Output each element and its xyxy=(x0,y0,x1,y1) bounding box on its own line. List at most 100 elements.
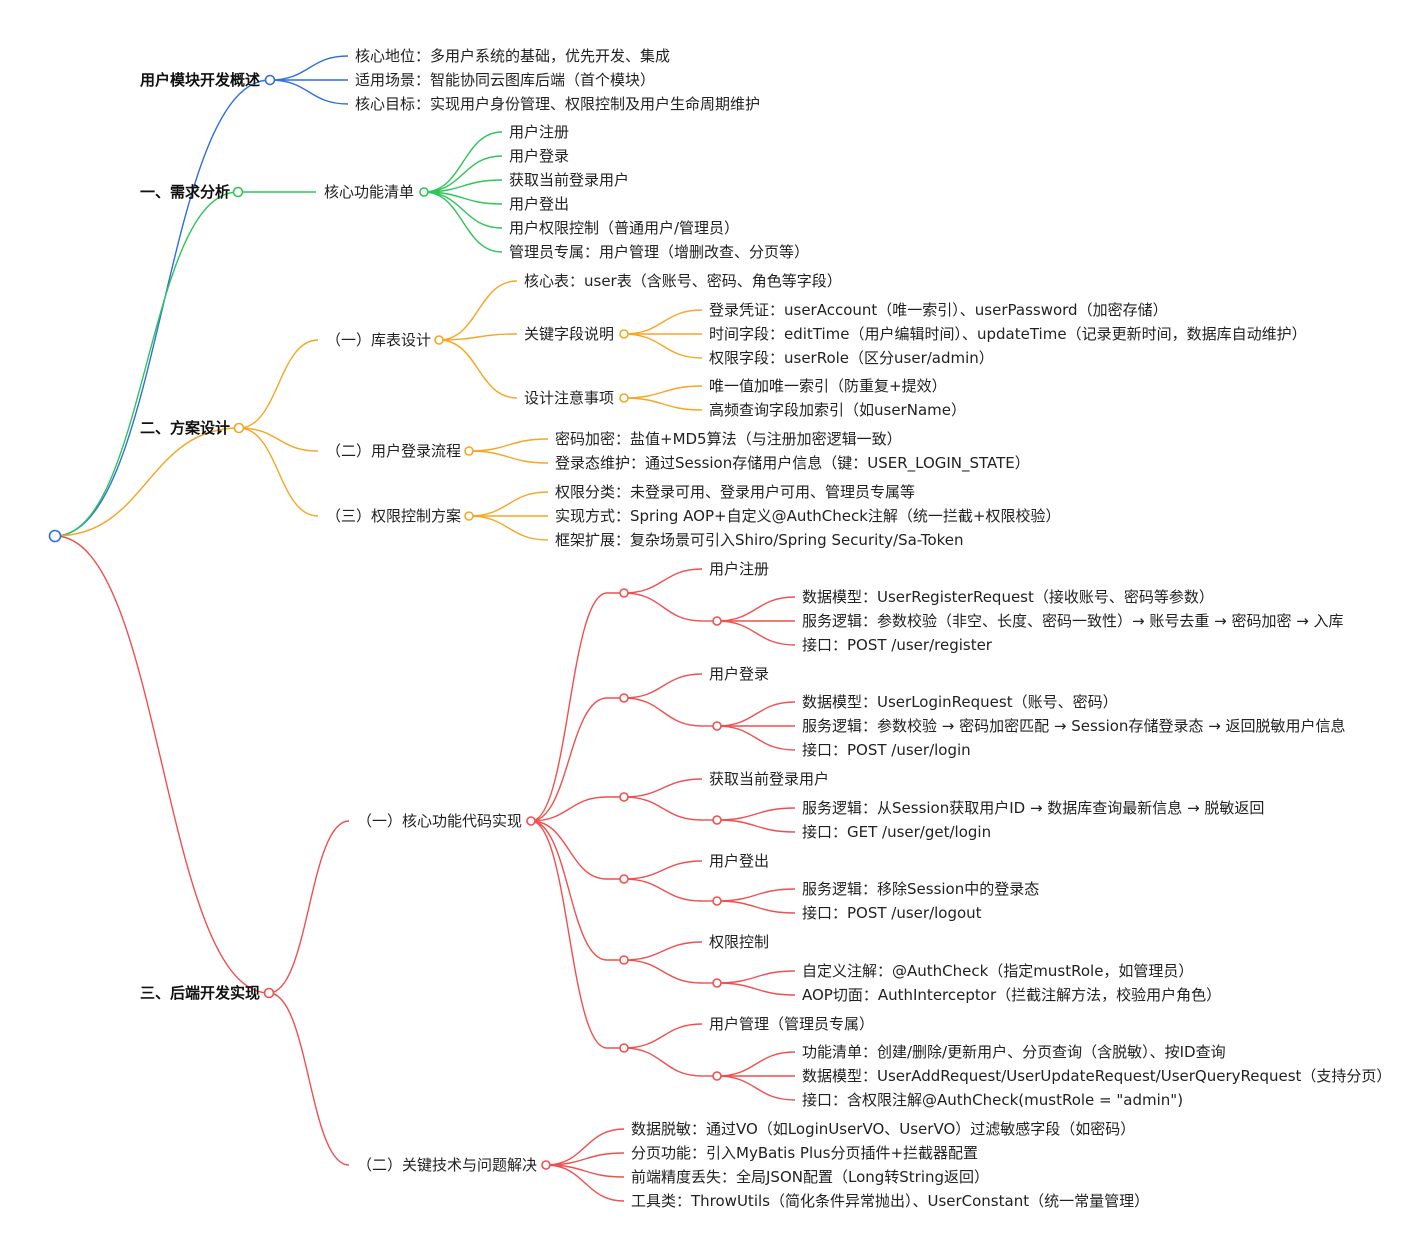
connector xyxy=(468,438,549,452)
permission-plan-item: 框架扩展：复杂场景可引入Shiro/Spring Security/Sa-Tok… xyxy=(555,531,964,549)
feature-detail: 数据模型：UserAddRequest/UserUpdateRequest/Us… xyxy=(802,1067,1392,1085)
overview-item: 核心地位：多用户系统的基础，优先开发、集成 xyxy=(355,47,671,65)
connector xyxy=(623,309,703,335)
collapse-node[interactable] xyxy=(464,446,474,456)
collapse-node[interactable] xyxy=(526,816,536,826)
key-tech-item: 数据脱敏：通过VO（如LoginUserVO、UserVO）过滤敏感字段（如密码… xyxy=(631,1120,1136,1138)
connector xyxy=(530,697,608,822)
collapse-node[interactable] xyxy=(619,329,629,339)
function-item: 用户注册 xyxy=(509,123,570,141)
feature-detail: 服务逻辑：参数校验 → 密码加密匹配 → Session存储登录态 → 返回脱敏… xyxy=(802,717,1346,735)
login-flow-item: 登录态维护：通过Session存储用户信息（键：USER_LOGIN_STATE… xyxy=(555,454,1030,472)
collapse-node[interactable] xyxy=(712,815,722,825)
connector xyxy=(623,778,703,798)
collapse-node[interactable] xyxy=(712,1071,722,1081)
permission-plan-label: （三）权限控制方案 xyxy=(326,507,462,525)
connector xyxy=(716,725,796,751)
connector xyxy=(545,1128,625,1166)
branch-analysis-label: 一、需求分析 xyxy=(140,183,231,201)
connector xyxy=(716,888,796,902)
feature-title: 用户登录 xyxy=(709,665,770,683)
collapse-node[interactable] xyxy=(619,588,629,598)
key-field-item: 时间字段：editTime（用户编辑时间）、updateTime（记录更新时间，… xyxy=(709,325,1307,343)
connector xyxy=(530,820,608,880)
feature-detail: 数据模型：UserRegisterRequest（接收账号、密码等参数） xyxy=(802,588,1214,606)
branch-overview-label: 用户模块开发概述 xyxy=(140,71,261,89)
collapse-node[interactable] xyxy=(232,186,244,198)
connector xyxy=(623,673,703,699)
collapse-node[interactable] xyxy=(419,187,429,197)
connector xyxy=(438,333,518,341)
collapse-node[interactable] xyxy=(263,987,275,999)
connector xyxy=(238,339,319,429)
connector xyxy=(238,427,319,517)
connector xyxy=(423,131,503,193)
connector xyxy=(716,807,796,821)
connector xyxy=(530,592,608,822)
connector xyxy=(716,701,796,727)
feature-detail: AOP切面：AuthInterceptor（拦截注解方法，校验用户角色） xyxy=(802,986,1222,1004)
feature-detail: 接口：POST /user/login xyxy=(802,741,971,759)
connector xyxy=(623,796,703,821)
key-field-item: 权限字段：userRole（区分user/admin） xyxy=(709,349,994,367)
function-item: 管理员专属：用户管理（增删改查、分页等） xyxy=(509,243,810,261)
key-field-item: 登录凭证：userAccount（唯一索引）、userPassword（加密存储… xyxy=(709,301,1168,319)
connector xyxy=(423,155,503,193)
collapse-node[interactable] xyxy=(434,335,444,345)
root-node[interactable] xyxy=(48,529,62,543)
branch-backend-label: 三、后端开发实现 xyxy=(140,984,261,1002)
collapse-node[interactable] xyxy=(619,1043,629,1053)
table-design-label: （一）库表设计 xyxy=(326,331,432,349)
collapse-node[interactable] xyxy=(619,792,629,802)
connector xyxy=(623,860,703,880)
collapse-node[interactable] xyxy=(264,74,276,86)
core-table-item: 核心表：user表（含账号、密码、角色等字段） xyxy=(524,272,842,290)
design-note-item: 高频查询字段加索引（如userName） xyxy=(709,401,966,419)
feature-title: 权限控制 xyxy=(709,933,770,951)
connector xyxy=(623,333,703,359)
connector xyxy=(530,796,608,822)
collapse-node[interactable] xyxy=(712,978,722,988)
feature-detail: 服务逻辑：移除Session中的登录态 xyxy=(802,880,1040,898)
connector xyxy=(716,1075,796,1101)
connector xyxy=(623,959,703,984)
collapse-node[interactable] xyxy=(712,896,722,906)
connector xyxy=(623,397,703,411)
connector xyxy=(716,900,796,914)
feature-detail: 接口：含权限注解@AuthCheck(mustRole = "admin") xyxy=(802,1091,1184,1109)
key-tech-item: 前端精度丢失：全局JSON配置（Long转String返回） xyxy=(631,1168,990,1186)
collapse-node[interactable] xyxy=(619,874,629,884)
collapse-node[interactable] xyxy=(233,422,245,434)
connector xyxy=(716,1051,796,1077)
feature-detail: 接口：POST /user/logout xyxy=(802,904,982,922)
connector xyxy=(269,55,349,81)
function-item: 获取当前登录用户 xyxy=(509,171,630,189)
function-item: 用户权限控制（普通用户/管理员） xyxy=(509,219,740,237)
core-function-list-label: 核心功能清单 xyxy=(324,183,415,201)
root-branch-connector xyxy=(54,535,270,994)
connector xyxy=(623,1047,703,1077)
connector xyxy=(468,491,549,517)
collapse-node[interactable] xyxy=(619,393,629,403)
feature-title: 用户管理（管理员专属） xyxy=(709,1015,875,1033)
connector xyxy=(623,385,703,399)
function-item: 用户登录 xyxy=(509,147,570,165)
permission-plan-item: 权限分类：未登录可用、登录用户可用、管理员专属等 xyxy=(555,483,916,501)
collapse-node[interactable] xyxy=(619,955,629,965)
root-branch-connector xyxy=(54,427,240,537)
feature-detail: 功能清单：创建/删除/更新用户、分页查询（含脱敏）、按ID查询 xyxy=(802,1043,1226,1061)
connector xyxy=(716,819,796,833)
key-tech-item: 工具类：ThrowUtils（简化条件异常抛出）、UserConstant（统一… xyxy=(631,1192,1150,1210)
connector xyxy=(438,339,518,399)
collapse-node[interactable] xyxy=(619,693,629,703)
collapse-node[interactable] xyxy=(712,616,722,626)
branch-design-label: 二、方案设计 xyxy=(140,419,231,437)
collapse-node[interactable] xyxy=(712,721,722,731)
collapse-node[interactable] xyxy=(464,511,474,521)
collapse-node[interactable] xyxy=(541,1160,551,1170)
feature-detail: 接口：POST /user/register xyxy=(802,636,992,654)
connector xyxy=(530,820,608,1049)
connector xyxy=(623,1023,703,1049)
